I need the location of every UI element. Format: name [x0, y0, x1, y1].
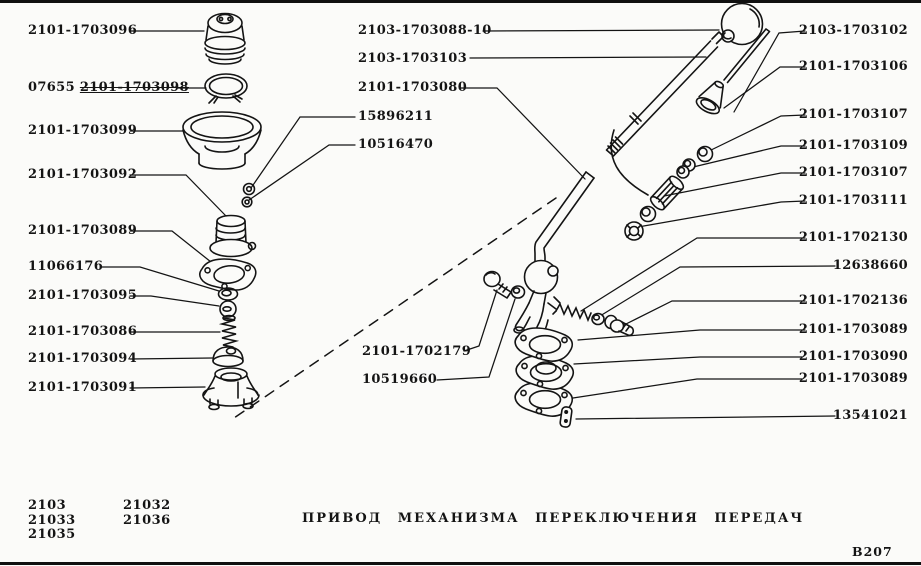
part-label: 2101-1703080 [358, 80, 468, 95]
leader-line [572, 378, 803, 399]
part-pin-13541021 [559, 406, 573, 428]
leader-line [706, 114, 806, 153]
part-pivot-bolt [483, 270, 512, 299]
part-flange-stack [514, 327, 575, 417]
part-label: 2101-1703096 [28, 23, 138, 38]
part-label: 2101-1703086 [28, 324, 138, 339]
part-label: 2103-1703088-10 [358, 23, 492, 38]
model-code: 21032 [123, 498, 171, 513]
leader-line [129, 295, 220, 307]
part-label: 12638660 [832, 258, 908, 273]
part-label: 2101-1702130 [798, 230, 908, 245]
part-label: 2101-1703090 [798, 349, 908, 364]
part-label: 13541021 [832, 408, 908, 423]
leader-line [129, 357, 213, 360]
leader-line [688, 145, 806, 169]
part-damper-rod-thin [723, 28, 771, 84]
part-label: 10519660 [362, 372, 438, 387]
leader-line [623, 300, 806, 326]
part-label: 2101-1703089 [28, 223, 138, 238]
leader-line [129, 386, 206, 389]
part-ball-seat [219, 300, 237, 318]
part-lower-lever [513, 171, 595, 336]
leader-line [573, 356, 803, 365]
part-washer-11066176 [217, 287, 239, 301]
part-bolt-1702136 [604, 314, 635, 337]
part-label: 2101-1703095 [28, 288, 138, 303]
part-label: 2101-1703092 [28, 167, 138, 182]
part-label: 2101-1702136 [798, 293, 908, 308]
leader-line [463, 289, 498, 352]
part-damper-cap [204, 12, 246, 65]
part-label: 2101-1703111 [798, 193, 908, 208]
part-label: 11066176 [28, 259, 104, 274]
part-guide-collar [209, 214, 257, 258]
leader-line [250, 116, 356, 189]
joint-bracket-curve [610, 129, 649, 196]
part-washer-12638660 [591, 312, 605, 326]
part-label: 2101-1703107 [798, 165, 908, 180]
part-label: 07655 2101-1703098 [28, 80, 189, 95]
part-small-rings [241, 182, 256, 208]
part-upper-lever-rod [605, 31, 725, 157]
model-code: 2103 [28, 498, 67, 513]
part-label: 2101-1703089 [798, 322, 908, 337]
part-spring-1702130 [552, 302, 592, 323]
model-code: 21035 [28, 527, 76, 542]
part-label: 2103-1703102 [798, 23, 908, 38]
leader-line [482, 29, 720, 32]
model-code: 21033 [28, 512, 76, 528]
part-label: 2101-1703099 [28, 123, 138, 138]
part-label: 10516470 [358, 137, 434, 152]
part-lock-ring [204, 73, 248, 104]
leader-line [599, 265, 836, 317]
part-knob-ball [720, 2, 764, 46]
leader-line [663, 172, 806, 197]
part-label: 2101-1703091 [28, 380, 138, 395]
leader-line [577, 329, 806, 341]
leader-line [459, 87, 586, 180]
leader-line [129, 230, 212, 263]
bottom-border-rule [0, 562, 921, 565]
model-code: 21036 [123, 512, 171, 528]
part-spring-1703086 [218, 314, 240, 348]
part-label: 2101-1703109 [798, 138, 908, 153]
leader-line [469, 56, 707, 59]
leader-line [637, 200, 806, 228]
part-label: 15896211 [358, 109, 434, 124]
part-label: 2101-1703094 [28, 351, 138, 366]
leader-line [248, 144, 356, 201]
part-label: 2101-1703089 [798, 371, 908, 386]
leader-line [575, 415, 836, 420]
leader-line [129, 174, 227, 217]
leader-line [733, 30, 806, 113]
leader-line [101, 266, 220, 292]
diagram-title: ПРИВОД МЕХАНИЗМА ПЕРЕКЛЮЧЕНИЯ ПЕРЕДАЧ [302, 511, 805, 526]
part-label: 2101-1702179 [362, 344, 472, 359]
figure-code: B207 [852, 544, 893, 559]
part-bushing-row [624, 145, 714, 241]
leader-line [723, 66, 806, 109]
top-border-rule [0, 0, 921, 3]
part-label: 2103-1703103 [358, 51, 468, 66]
cut-dashed-line [233, 197, 557, 419]
part-label: 2101-1703107 [798, 107, 908, 122]
part-boot-cup [182, 111, 262, 170]
leader-line [580, 237, 806, 312]
part-label: 2101-1703106 [798, 59, 908, 74]
leader-lines [101, 29, 836, 420]
part-lever-housing [202, 367, 260, 411]
part-dome-washer [212, 346, 244, 368]
part-cone-bushing [695, 80, 725, 115]
leader-line [436, 298, 516, 381]
part-pivot-washer [510, 285, 526, 299]
